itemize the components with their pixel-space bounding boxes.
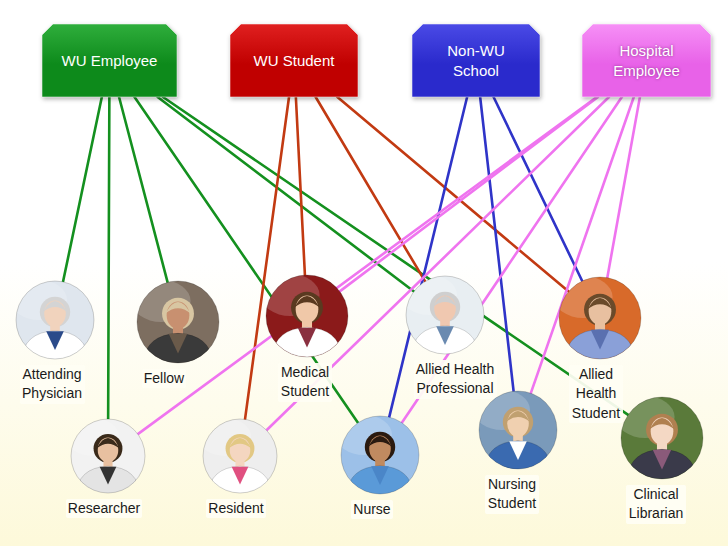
person-node: Allied Health Professional [392,275,499,418]
category-tab-shape [412,24,540,97]
person-photo [340,415,420,495]
person-node: Allied Health Student [558,276,642,423]
category-tab-shape [582,24,711,97]
person-node: Researcher [63,418,153,518]
connector-line [607,97,640,278]
person-photo [558,276,642,360]
person-caption: Researcher [65,499,143,518]
connector-line [119,97,168,282]
role-label: Clinical Librarian [626,485,686,524]
role-label: Allied Health Professional [414,360,497,399]
person-photo [136,280,220,364]
person-caption: Allied Health Student [569,365,623,423]
person-caption: Nursing Student [485,475,539,514]
category-box: Non-WU School [412,24,540,97]
connector-line [267,97,609,430]
person-photo [265,274,349,358]
category-box: WU Student [230,24,358,97]
person-node: Nursing Student [478,390,558,514]
role-label: Researcher [66,499,142,518]
person-caption: Fellow [141,369,187,388]
connector-line [296,97,305,275]
person-photo [202,418,278,494]
category-label: WU Student [254,51,335,71]
person-node: Attending Physician [15,280,95,404]
person-photo [70,418,146,494]
person-node: Fellow [136,280,220,388]
person-node: Clinical Librarian [620,396,704,524]
role-label: Medical Student [278,363,332,402]
person-caption: Nurse [351,500,394,519]
connector-line [340,97,598,291]
connector-line [138,97,597,434]
person-photo [405,275,485,355]
person-node: Medical Student [265,274,349,402]
connector-line [108,97,109,419]
role-label: Attending Physician [20,365,85,404]
connector-line [135,97,358,423]
person-photo [478,390,558,470]
person-caption: Clinical Librarian [626,485,686,524]
person-node: Nurse [340,415,420,519]
role-label: Resident [206,499,265,518]
role-label: Nursing Student [485,475,539,514]
role-label: Fellow [142,369,186,388]
category-tab [582,24,711,97]
connector-line [494,97,583,281]
role-label: Nurse [351,500,392,519]
person-caption: Resident [206,499,267,518]
category-label: Hospital Employee [602,41,692,80]
category-tab [42,24,177,97]
connector-line [63,97,102,282]
person-photo [620,396,704,480]
category-box: WU Employee [42,24,177,97]
category-label: WU Employee [62,51,158,71]
person-caption: Attending Physician [20,365,85,404]
connector-line [480,97,513,391]
person-node: Resident [202,418,278,518]
role-label: Allied Health Student [569,365,623,423]
person-caption: Allied Health Professional [414,360,497,399]
category-box: Hospital Employee [582,24,711,97]
category-tab [230,24,358,97]
category-label: Non-WU School [436,41,516,80]
person-photo [15,280,95,360]
category-tab [412,24,540,97]
person-caption: Medical Student [278,363,332,402]
